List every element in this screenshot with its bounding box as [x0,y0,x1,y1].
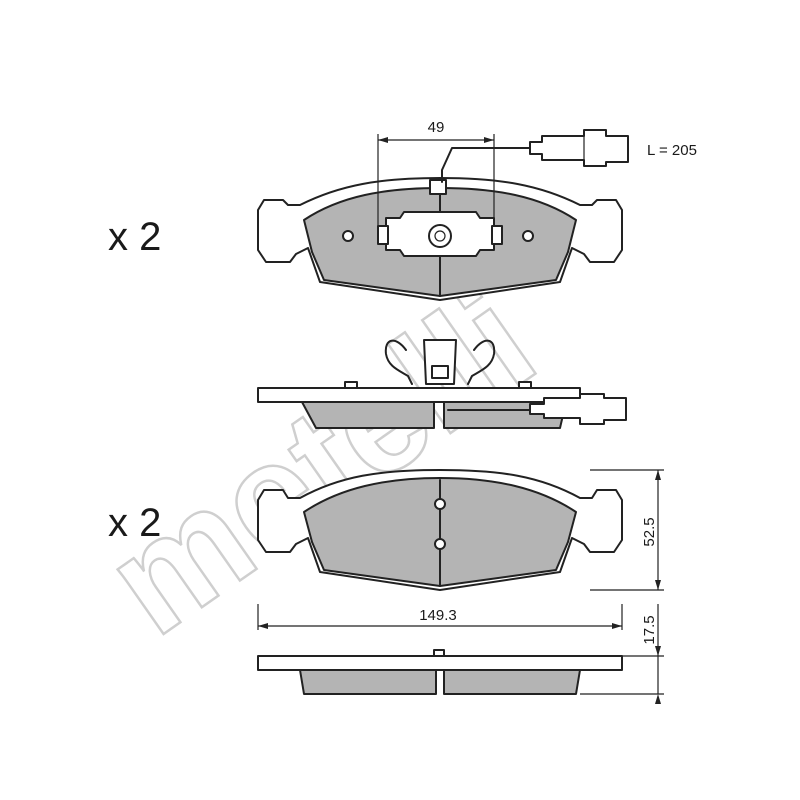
quantity-label-bottom: x 2 [108,501,161,545]
dim-width: 149.3 [419,607,457,624]
sensor-clip-left [377,225,389,245]
dim-arrow [378,137,388,143]
bottom-side-lining-left [299,669,437,695]
top-side-connector [529,393,627,425]
bottom-pad-hole-upper [434,498,446,510]
top-side-pin-right [518,381,532,389]
width-dimension: 149.3 [257,604,623,630]
sensor-clip-right [491,225,503,245]
clip-spring-right [467,339,496,385]
top-side-pin-left [344,381,358,389]
dim-arrow [258,623,268,629]
watermark: metelli [76,255,564,668]
top-pad-hole-left [342,230,354,242]
bottom-side-lining-right [443,669,581,695]
dim-height: 52.5 [641,517,658,546]
bottom-pad-side-view: 17.5 [257,604,664,704]
dim-thickness: 17.5 [641,615,658,644]
sensor-wire [441,147,531,183]
quantity-label-top: x 2 [108,215,161,259]
dim-arrow [655,694,661,704]
bottom-side-plate [257,655,623,671]
top-pad-hole-right [522,230,534,242]
dim-arrow [655,470,661,480]
bottom-side-pin [433,649,445,657]
clip-tab [431,365,449,379]
dim-arrow [484,137,494,143]
dim-arrow [655,580,661,590]
bottom-pad-front-view: 52.5 [257,469,664,591]
watermark-text: metelli [77,256,563,666]
dim-arrow [612,623,622,629]
clip-spring-left [384,339,413,385]
bottom-pad-hole-lower [434,538,446,550]
sensor-bolt [428,224,452,248]
sensor-connector [529,129,629,167]
sensor-stem [429,179,447,195]
dim-cable-length: L = 205 [647,142,697,159]
spring-clip [384,339,496,385]
top-side-plate [257,387,581,403]
top-side-lining-left [301,401,435,429]
top-pad-side-view [257,381,627,429]
dim-arrow [655,646,661,656]
top-pad-front-view: 49 L = 205 [257,119,697,301]
dim-sensor-width: 49 [428,119,445,136]
sensor-bolt-center [434,230,446,242]
